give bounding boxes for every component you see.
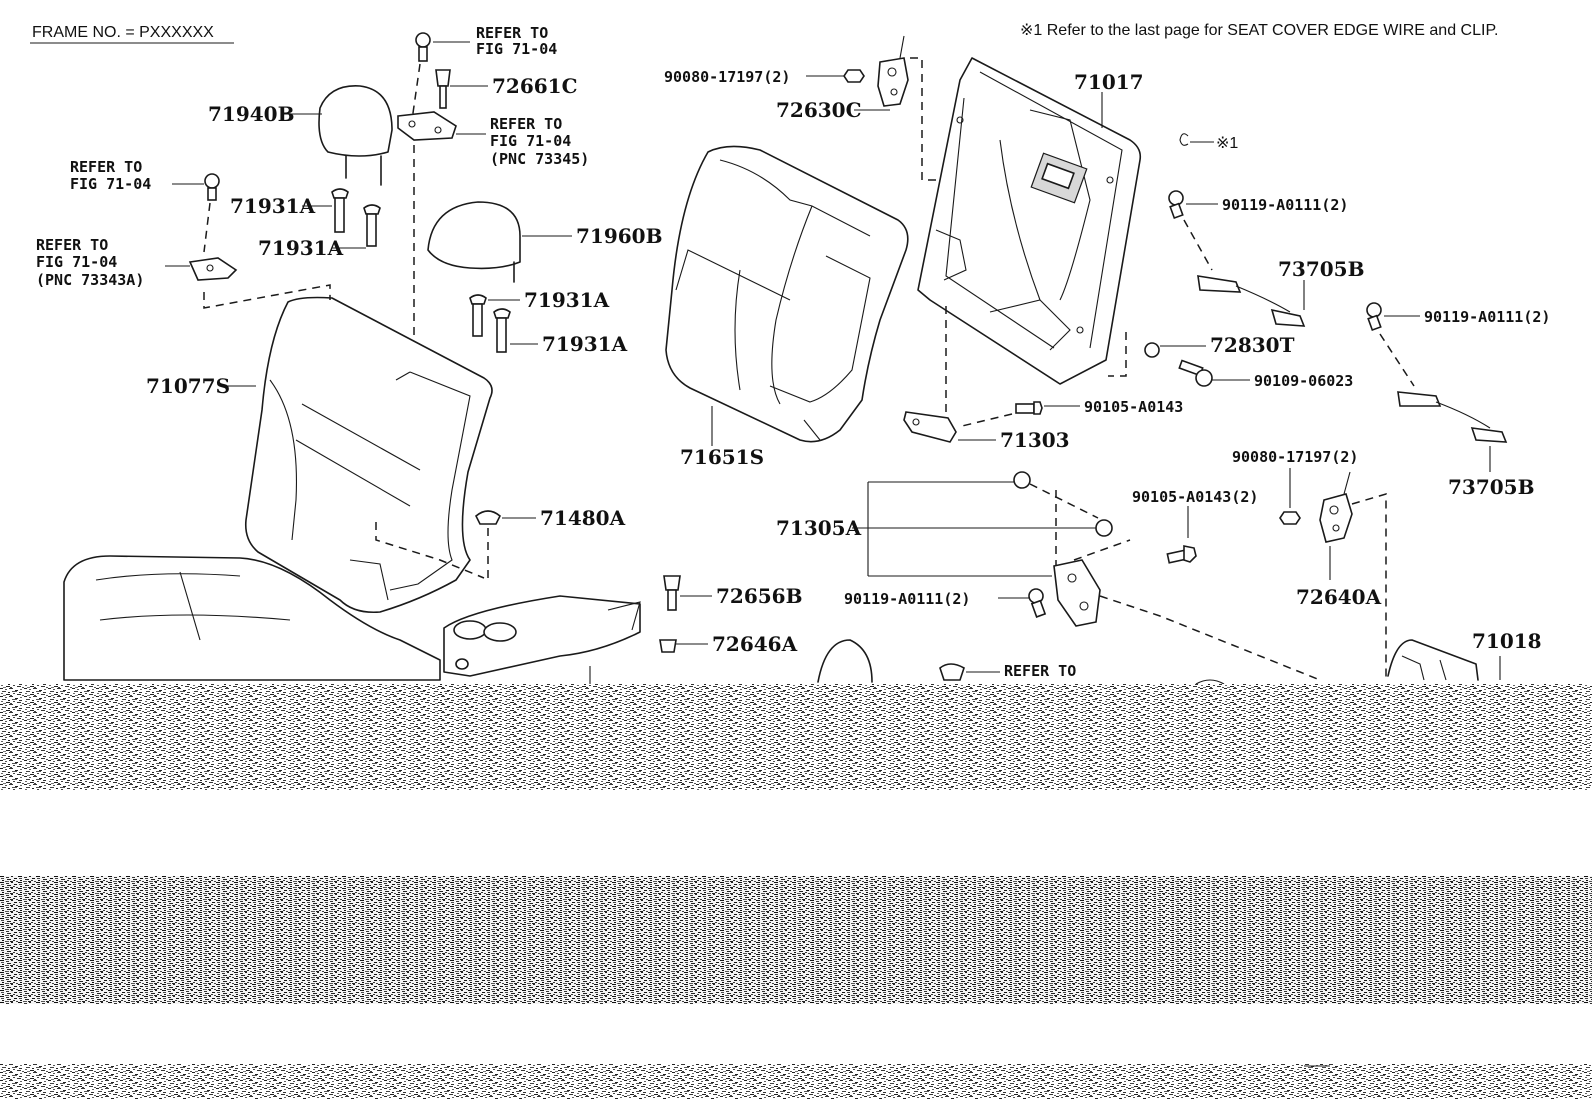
part-71931A-label-1: 71931A (230, 194, 316, 218)
part-73705B-b-label: 73705B (1448, 475, 1534, 499)
part-72830T-label: 72830T (1210, 333, 1295, 357)
part-refer-bottom-shape (939, 663, 965, 681)
screw-left-shape (204, 173, 220, 201)
nut-90080-mid-shape (1279, 511, 1301, 525)
refer-to-label-4: REFER TO (36, 236, 108, 254)
part-90119-A0111-a-label: 90119-A0111(2) (1222, 196, 1348, 214)
part-72661C-label: 72661C (492, 74, 578, 98)
refer-to-label-5: REFER TO (1004, 662, 1076, 680)
bolt-90109-shape (1178, 359, 1213, 387)
part-71017-label: 71017 (1074, 70, 1144, 94)
part-71960B-label: 71960B (576, 224, 662, 248)
seat-cushion-shape (63, 555, 441, 681)
seatback-pad-71651s-shape (665, 145, 909, 443)
part-71931A-label-2: 71931A (258, 236, 344, 260)
refer-to-label-3: REFER TO (70, 158, 142, 176)
nut-72830t-shape (1144, 342, 1160, 358)
screw-top-shape (415, 32, 431, 62)
part-90105-A0143-2-label: 90105-A0143(2) (1132, 488, 1258, 506)
part-90109-06023-label: 90109-06023 (1254, 372, 1353, 390)
hinge-bracket-shape (1053, 559, 1101, 627)
bolt-90119-b-shape (1366, 302, 1382, 332)
refer-to-label-1: REFER TO (476, 24, 548, 42)
corrupted-band-1 (0, 684, 1592, 790)
part-71305A-label: 71305A (776, 516, 862, 540)
footnote-text: ※1 Refer to the last page for SEAT COVER… (1020, 22, 1499, 39)
headrest-71940b-shape (318, 85, 393, 186)
belt-anchor-73705b-b-shape (1397, 391, 1508, 443)
part-71077S-label: 71077S (146, 374, 230, 398)
seatback-frame-71018-shape (1387, 639, 1479, 681)
part-72656B-label: 72656B (716, 584, 802, 608)
part-90105-A0143-label: 90105-A0143 (1084, 398, 1183, 416)
part-71303-label: 71303 (1000, 428, 1070, 452)
corrupted-band-3 (0, 1064, 1592, 1099)
lock-72630c-shape (877, 35, 909, 107)
belt-anchor-73705b-a-shape (1197, 275, 1306, 327)
corrupted-band-2 (0, 876, 1592, 1004)
bolt-90119-c-shape (1028, 588, 1047, 618)
bracket-73343a-shape (188, 257, 238, 281)
pnc-73345-label: (PNC 73345) (490, 150, 589, 168)
fig-71-04-label-3: FIG 71-04 (70, 175, 151, 193)
pin-72656b-shape (663, 575, 681, 611)
seatback-cover-71077s-shape (244, 296, 493, 614)
part-71480A-label: 71480A (540, 506, 626, 530)
part-71651S-label: 71651S (680, 445, 764, 469)
guide-pin-72661c-shape (435, 69, 451, 109)
armrest-shape (443, 595, 641, 677)
bolt-90105-a-shape (1015, 401, 1043, 415)
pnc-73343a-label: (PNC 73343A) (36, 271, 144, 289)
refer-to-label-2: REFER TO (490, 115, 562, 133)
hinge-71303-shape (903, 411, 957, 443)
guide-71931a-lower-shape (469, 294, 511, 353)
frame-number-label: FRAME NO. = PXXXXXX (32, 24, 214, 41)
part-71018-label: 71018 (1472, 629, 1542, 653)
fig-71-04-label-2: FIG 71-04 (490, 132, 571, 150)
part-72630C-label: 72630C (776, 98, 862, 122)
part-71931A-label-3: 71931A (524, 288, 610, 312)
part-71931A-label-4: 71931A (542, 332, 628, 356)
clip-71480a-shape (475, 510, 501, 525)
bolt-90105-b-shape (1166, 545, 1197, 564)
part-90080-17197-mid-label: 90080-17197(2) (1232, 448, 1358, 466)
part-73705B-a-label: 73705B (1278, 257, 1364, 281)
part-90080-17197-top-label: 90080-17197(2) (664, 68, 790, 86)
bushing-71305a-shape (1013, 471, 1113, 537)
fig-71-04-label-4: FIG 71-04 (36, 253, 117, 271)
nut-72646a-shape (659, 639, 677, 653)
fig-71-04-label-1: FIG 71-04 (476, 40, 557, 58)
part-90119-A0111-c-label: 90119-A0111(2) (844, 590, 970, 608)
part-72646A-label: 72646A (712, 632, 798, 656)
part-90119-A0111-b-label: 90119-A0111(2) (1424, 308, 1550, 326)
headrest-71960b-shape (427, 201, 521, 283)
part-71940B-label: 71940B (208, 102, 294, 126)
nut-90080-top-shape (843, 69, 865, 83)
guide-71931a-upper-shape (331, 188, 381, 247)
star1-reference-label: ※1 (1216, 135, 1238, 152)
bracket-73345-shape (397, 111, 457, 141)
part-72640A-label: 72640A (1296, 585, 1382, 609)
lock-72640a-shape (1319, 471, 1353, 543)
bolt-90119-a-shape (1168, 190, 1184, 220)
seatback-frame-71017-shape (917, 57, 1142, 385)
